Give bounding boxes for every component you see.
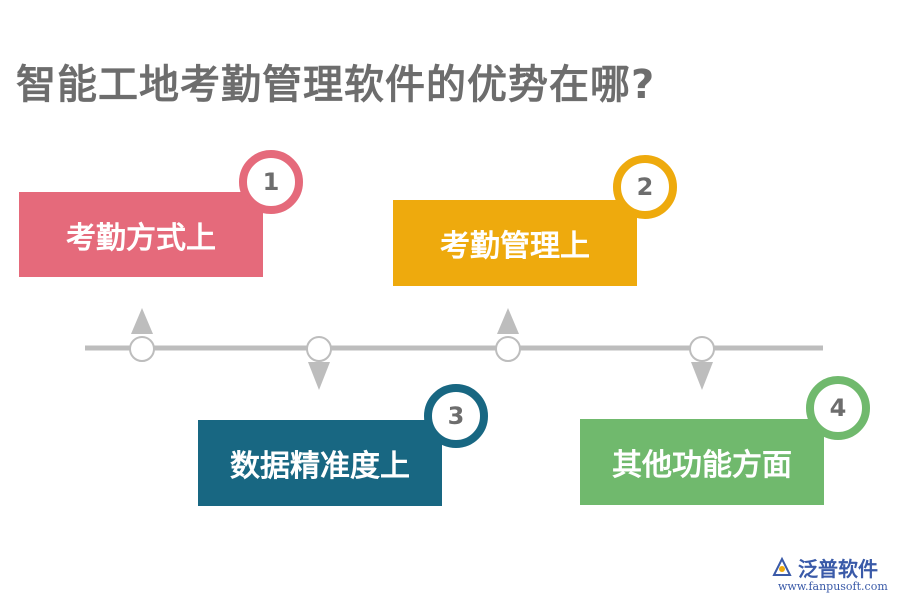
arrow-down-icon	[691, 362, 713, 390]
card-item-4: 其他功能方面	[580, 419, 824, 505]
card-item-3: 数据精准度上	[198, 420, 442, 506]
timeline-node	[306, 336, 332, 362]
timeline-node	[689, 336, 715, 362]
number-badge-1: 1	[239, 150, 303, 214]
arrow-up-icon	[497, 308, 519, 334]
brand-logo: 泛普软件	[770, 555, 878, 581]
number-badge-3: 3	[424, 384, 488, 448]
fanpu-logo-icon	[772, 556, 792, 576]
timeline-node	[129, 336, 155, 362]
card-label: 数据精准度上	[230, 449, 410, 484]
number-badge-2: 2	[613, 155, 677, 219]
arrow-up-icon	[131, 308, 153, 334]
number-badge-4: 4	[806, 376, 870, 440]
page-title: 智能工地考勤管理软件的优势在哪?	[16, 62, 656, 108]
brand-name: 泛普软件	[798, 556, 878, 581]
card-label: 其他功能方面	[612, 448, 792, 483]
brand-url: www.fanpusoft.com	[778, 580, 888, 593]
arrow-down-icon	[308, 362, 330, 390]
card-label: 考勤管理上	[440, 229, 590, 264]
card-item-1: 考勤方式上	[19, 192, 263, 277]
timeline-node	[495, 336, 521, 362]
card-item-2: 考勤管理上	[393, 200, 637, 286]
card-label: 考勤方式上	[66, 220, 216, 256]
